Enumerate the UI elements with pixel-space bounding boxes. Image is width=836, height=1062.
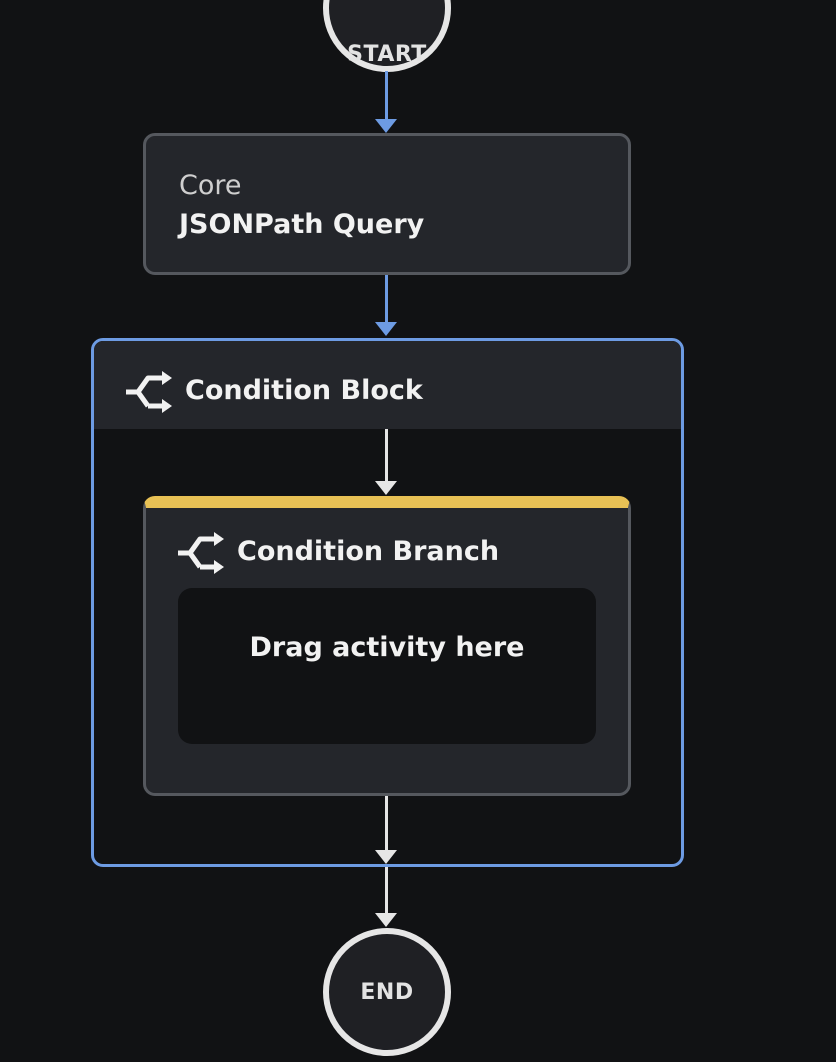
start-label: START xyxy=(347,41,427,67)
end-node[interactable]: END xyxy=(323,928,451,1056)
connector-arrowhead xyxy=(375,850,397,864)
condition-block-header[interactable]: Condition Block xyxy=(94,341,681,429)
connector-arrowhead xyxy=(375,913,397,927)
connector-arrowhead xyxy=(375,119,397,133)
activity-drop-zone[interactable]: Drag activity here xyxy=(178,588,596,744)
branch-icon xyxy=(126,371,172,413)
connector-block-to-end xyxy=(385,867,388,915)
branch-icon xyxy=(178,532,224,574)
drop-zone-label: Drag activity here xyxy=(249,632,525,663)
connector-arrowhead xyxy=(375,481,397,495)
connector-branch-to-block-end xyxy=(385,796,388,852)
condition-block-title: Condition Block xyxy=(185,375,423,406)
connector-start-to-activity xyxy=(385,71,388,121)
connector-arrowhead xyxy=(375,322,397,336)
connector-block-to-branch xyxy=(385,429,388,483)
connector-activity-to-condition-block xyxy=(385,275,388,325)
start-node[interactable]: START xyxy=(323,0,451,72)
condition-branch-title: Condition Branch xyxy=(237,536,500,567)
activity-category: Core xyxy=(179,170,242,201)
activity-title: JSONPath Query xyxy=(179,209,425,240)
condition-branch-card[interactable]: Condition Branch Drag activity here xyxy=(143,496,631,796)
end-label: END xyxy=(360,979,414,1005)
activity-card-jsonpath-query[interactable]: Core JSONPath Query xyxy=(143,133,631,275)
